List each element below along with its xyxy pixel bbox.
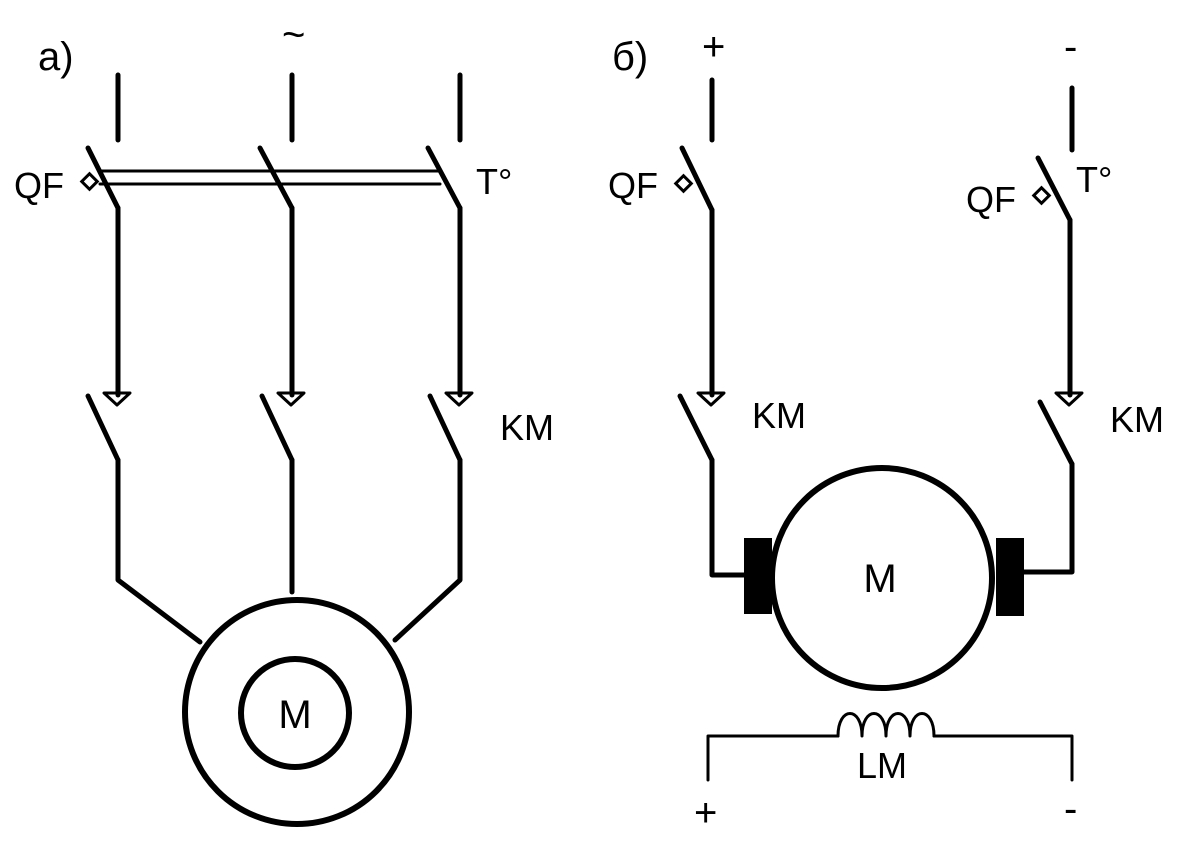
brush-left	[744, 538, 772, 614]
contactor-km-a	[85, 391, 474, 463]
breaker-label-a: QF	[14, 165, 64, 206]
breaker-qf-b-left	[673, 145, 715, 213]
breaker-left-trip-marker	[673, 173, 694, 194]
contactor-left-blade	[677, 393, 715, 463]
contactor-blade-3	[427, 393, 463, 463]
breaker-blade-phase-2	[257, 145, 295, 211]
thermal-label-a: T°	[476, 161, 512, 202]
panel-label-a: а)	[38, 35, 74, 79]
breaker-left-blade	[679, 145, 715, 213]
armature-lead-right	[1019, 461, 1075, 575]
field-plus-symbol: +	[694, 791, 717, 835]
contactor-arc-chute-3	[444, 391, 474, 407]
motor-label-b: M	[863, 557, 896, 601]
panel-label-b: б)	[612, 35, 648, 79]
field-winding-label: LM	[857, 745, 907, 786]
contactor-blade-2	[259, 393, 295, 463]
breaker-qf-a	[79, 145, 463, 211]
breaker-right-label-b: QF	[966, 179, 1016, 220]
breaker-blade-phase-1	[85, 145, 121, 211]
motor-rotor-inner	[238, 656, 352, 770]
contactor-arc-chute-2	[276, 391, 306, 407]
contactor-label-a: KM	[500, 407, 554, 448]
breaker-qf-b-right	[1031, 155, 1073, 223]
motor-lead-1	[115, 457, 203, 645]
supply-plus-symbol: +	[702, 25, 725, 69]
field-coil	[836, 712, 936, 738]
breaker-right-blade	[1035, 155, 1073, 223]
armature-lead-left	[709, 457, 749, 578]
contactor-right-blade	[1037, 399, 1075, 467]
field-winding-lm	[706, 712, 1074, 782]
diagram-a-ac-motor-circuit: а) ~ QF T° K	[14, 13, 554, 827]
contactor-right-arc-chute	[1054, 391, 1084, 407]
motor-stator-outer	[182, 597, 412, 827]
brush-right	[996, 538, 1024, 616]
field-lead-right	[932, 734, 1074, 782]
contactor-blade-1	[85, 393, 121, 463]
field-minus-symbol: -	[1064, 787, 1077, 831]
diagram-b-dc-motor-circuit: б) + - QF QF T° KM KM	[608, 25, 1164, 835]
dc-motor: M	[744, 465, 1024, 691]
contactor-km-b-left	[677, 391, 726, 463]
supply-minus-symbol: -	[1064, 25, 1077, 69]
motor-label-a: M	[278, 693, 311, 737]
contactor-km-b-right	[1037, 391, 1084, 467]
contactor-right-label-b: KM	[1110, 399, 1164, 440]
ac-supply-symbol: ~	[282, 13, 305, 57]
breaker-blade-phase-3	[425, 145, 463, 211]
breaker-left-label-b: QF	[608, 165, 658, 206]
field-lead-left	[706, 734, 840, 782]
breaker-trip-marker	[79, 171, 100, 192]
ac-motor: M	[182, 597, 412, 827]
thermal-label-b: T°	[1076, 159, 1112, 200]
breaker-right-trip-marker	[1031, 185, 1052, 206]
contactor-left-label-b: KM	[752, 395, 806, 436]
motor-lead-3	[392, 457, 463, 643]
contactor-arc-chute-1	[102, 391, 132, 407]
contactor-left-arc-chute	[696, 391, 726, 407]
